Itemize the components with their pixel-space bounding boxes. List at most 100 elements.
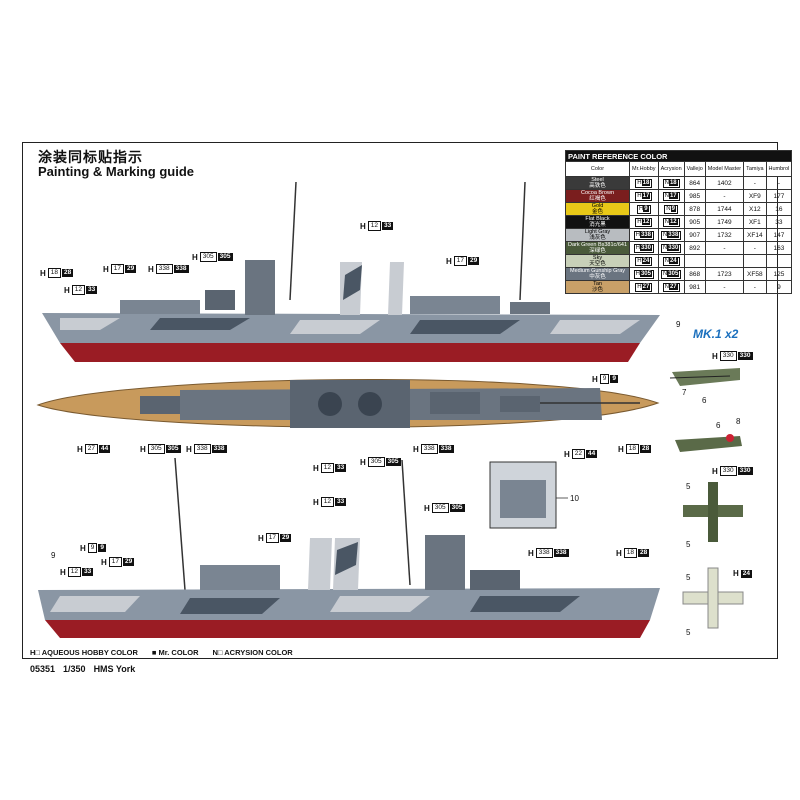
- kit-code: 05351: [30, 664, 56, 674]
- kit-scale: 1/350: [63, 664, 86, 674]
- color-name-cn: 金色: [592, 209, 604, 215]
- color-name-cn: 浅灰色: [589, 235, 606, 241]
- tamiya-cell: XF1: [743, 215, 767, 229]
- color-name-cn: 沙色: [592, 287, 604, 293]
- model-master-cell: -: [704, 280, 745, 294]
- paint-reference-table: PAINT REFERENCE COLOR Color Mr.Hobby Acr…: [564, 150, 793, 294]
- page-title: Painting & Marking guide: [38, 164, 195, 179]
- acrysion-cell: N338: [657, 228, 685, 242]
- aircraft-label: MK.1 x2: [693, 327, 739, 341]
- part-number: 5: [686, 628, 691, 637]
- col-header: Vallejo: [683, 161, 706, 177]
- color-name: Flat Black: [585, 216, 610, 222]
- color-name: Steel: [591, 177, 604, 183]
- humbrol-cell: 9: [765, 280, 793, 294]
- color-name: Sky: [592, 255, 603, 261]
- aircraft-side-2: [675, 434, 742, 452]
- legend-aqueous: H□ AQUEOUS HOBBY COLOR: [30, 648, 138, 657]
- part-number: 9: [51, 551, 56, 560]
- part-number: 6: [702, 396, 707, 405]
- part-number: 5: [686, 482, 691, 491]
- aircraft-bottom-sky: [682, 567, 744, 629]
- detail-inset: [489, 461, 568, 529]
- color-name: Medium Gunship Gray: [569, 268, 626, 274]
- color-name-cn: 高铁色: [589, 183, 606, 189]
- part-number: 7: [682, 388, 687, 397]
- humbrol-cell: 16: [765, 202, 793, 216]
- color-name: Gold: [591, 203, 604, 209]
- acrysion-cell: N24: [657, 254, 685, 268]
- tamiya-cell: -: [743, 280, 767, 294]
- col-header: Mr.Hobby: [629, 161, 659, 177]
- legend-mr-color: ■ Mr. COLOR: [151, 648, 199, 657]
- mr-hobby-cell: H338: [629, 228, 659, 242]
- aircraft-side-1: [669, 368, 740, 386]
- color-name-cn: 天空色: [589, 261, 606, 267]
- ship-profile-port: [38, 457, 660, 638]
- kit-footer: 05351 1/350 HMS York: [30, 664, 135, 674]
- color-name-cn: 中灰色: [589, 274, 606, 280]
- ship-deck-plan: [36, 379, 660, 428]
- title-chinese: 涂装同标贴指示: [38, 149, 143, 165]
- aircraft-top-camo: [683, 482, 743, 542]
- part-number: 5: [686, 540, 691, 549]
- color-name: Dark Green Bs381c/641: [568, 242, 628, 248]
- sheet-border: [22, 142, 778, 659]
- part-number: 8: [736, 417, 741, 426]
- color-name: Light Gray: [584, 229, 611, 235]
- ship-profile-starboard: [42, 181, 660, 362]
- color-name: Cocoa Brown: [580, 190, 615, 196]
- part-number: 10: [570, 494, 579, 503]
- mr-hobby-cell: H24: [629, 254, 659, 268]
- legend-acrysion: N□ ACRYSION COLOR: [212, 648, 293, 657]
- color-legend: H□ AQUEOUS HOBBY COLOR ■ Mr. COLOR N□ AC…: [30, 648, 293, 657]
- part-number: 9: [676, 320, 681, 329]
- col-header: Acrysion: [657, 161, 685, 177]
- col-header: Tamiya: [743, 161, 767, 177]
- color-name-cn: 消光黑: [589, 222, 606, 228]
- color-name-cn: 深绿色: [589, 248, 606, 254]
- col-header: Color: [564, 161, 631, 177]
- acrysion-cell: N27: [657, 280, 685, 294]
- part-number: 5: [686, 573, 691, 582]
- kit-name: HMS York: [93, 664, 136, 674]
- color-name-cn: 红褐色: [589, 196, 606, 202]
- acrysion-cell: N305: [657, 267, 685, 281]
- part-number: 6: [716, 421, 721, 430]
- mr-hobby-cell: H17: [629, 189, 659, 203]
